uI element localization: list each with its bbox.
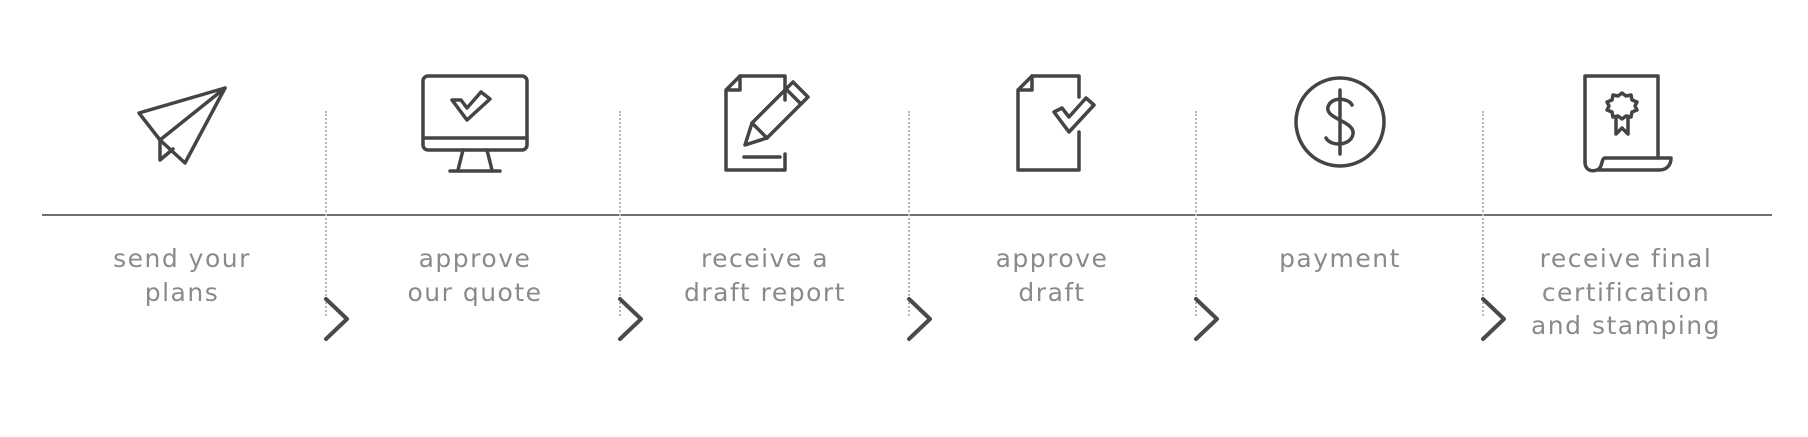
chevron-right-icon <box>618 297 643 341</box>
step-divider <box>1195 111 1197 316</box>
chevron-right-icon <box>907 297 932 341</box>
timeline-baseline <box>42 214 1772 216</box>
chevron-right-icon <box>1194 297 1219 341</box>
chevron-right-icon <box>324 297 349 341</box>
paper-plane-icon <box>38 70 326 186</box>
step-divider <box>1482 111 1484 316</box>
step-label: payment <box>1279 244 1401 273</box>
step-approve-draft: approve draft <box>908 0 1196 437</box>
monitor-check-icon <box>331 70 619 186</box>
step-label: receive a draft report <box>684 244 846 307</box>
dollar-coin-icon <box>1196 70 1484 186</box>
chevron-right-icon <box>1481 297 1506 341</box>
step-divider <box>908 111 910 316</box>
step-divider <box>619 111 621 316</box>
step-label: approve draft <box>995 244 1109 307</box>
step-label: receive final certification and stamping <box>1530 244 1721 340</box>
step-divider <box>325 111 327 316</box>
certificate-icon <box>1482 70 1770 186</box>
step-label: send your plans <box>113 244 251 307</box>
step-receive-draft-report: receive a draft report <box>621 0 909 437</box>
step-approve-quote: approve our quote <box>331 0 619 437</box>
step-label: approve our quote <box>407 244 543 307</box>
step-payment: payment <box>1196 0 1484 437</box>
step-final-certification: receive final certification and stamping <box>1482 0 1770 437</box>
document-check-icon <box>908 70 1196 186</box>
step-send-plans: send your plans <box>38 0 326 437</box>
document-pencil-icon <box>621 70 909 186</box>
